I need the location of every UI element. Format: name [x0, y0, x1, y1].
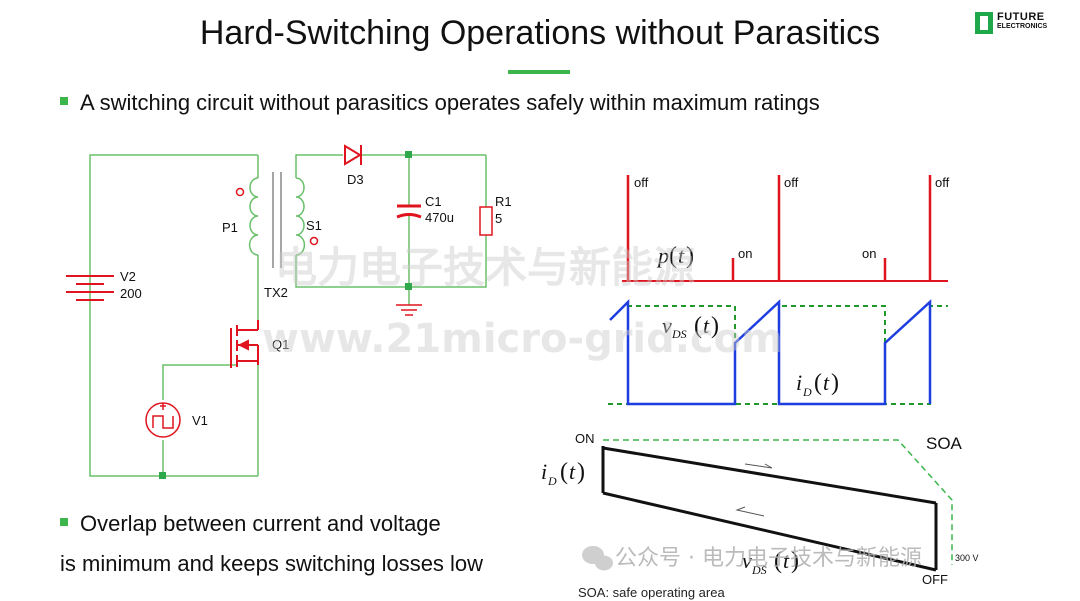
soa-label: SOA	[926, 434, 963, 453]
power-waveform	[622, 175, 948, 282]
on-label-1: on	[738, 246, 752, 261]
soa-vds-paren-open: (	[774, 548, 782, 574]
power-formula: p ( t )	[656, 243, 694, 269]
wechat-watermark: 公众号 · 电力电子技术与新能源	[582, 546, 922, 571]
transformer-tx2-icon	[235, 172, 319, 268]
bullet-square-icon	[60, 518, 68, 527]
ground-icon	[396, 304, 422, 316]
vds-id-waveforms	[608, 298, 948, 406]
wechat-watermark-text: 公众号 · 电力电子技术与新能源	[615, 546, 922, 571]
soa-id-formula: i D ( t )	[541, 459, 585, 488]
vds-formula: v DS ( t )	[662, 313, 719, 341]
watermark-cn: 电力电子技术与新能源	[275, 243, 695, 292]
vds-symbol: v	[662, 313, 672, 338]
resistor-r1-icon	[479, 206, 493, 236]
vds-subscript: DS	[671, 327, 687, 341]
bullet-2-line2: is minimum and keeps switching losses lo…	[60, 551, 484, 576]
logo-mark-icon	[975, 12, 993, 34]
capacitor-c1-icon	[396, 204, 422, 219]
soa-vds-formula: v DS ( t )	[742, 548, 799, 577]
battery-v2-icon	[66, 275, 114, 301]
soa-caption: SOA: safe operating area	[578, 585, 725, 600]
pulse-source-v1-icon	[145, 402, 181, 438]
soa-id-paren-open: (	[560, 459, 568, 485]
id-t: t	[823, 370, 830, 395]
on-label-2: on	[862, 246, 876, 261]
d3-label: D3	[347, 172, 364, 187]
soa-on-label: ON	[575, 431, 595, 446]
vds-paren-open: (	[694, 313, 702, 339]
junction-dots	[159, 151, 412, 479]
wire-s1-top	[295, 154, 343, 178]
tx2-label: TX2	[264, 285, 288, 300]
soa-turn-off-path	[602, 446, 937, 505]
soa-boundary	[603, 439, 953, 565]
title-underline	[508, 70, 570, 74]
off-label-2: off	[784, 175, 799, 190]
bullet-2: Overlap between current and voltage	[60, 511, 441, 537]
soa-diagram	[601, 439, 953, 572]
power-paren-open: (	[669, 243, 677, 269]
bullet-1-text: A switching circuit without parasitics o…	[80, 90, 820, 115]
id-formula: i D ( t )	[796, 370, 839, 399]
id-paren-open: (	[814, 370, 822, 396]
c1-value: 470u	[425, 210, 454, 225]
id-paren-close: )	[831, 370, 839, 396]
power-symbol: p	[656, 243, 669, 268]
off-label-3: off	[935, 175, 950, 190]
r1-name: R1	[495, 194, 512, 209]
page-title: Hard-Switching Operations without Parasi…	[199, 14, 881, 52]
v2-name: V2	[120, 269, 136, 284]
r1-value: 5	[495, 211, 502, 226]
soa-arrow-left-icon	[735, 506, 765, 517]
mosfet-q1-icon	[230, 320, 259, 368]
future-electronics-logo: FUTURE ELECTRONICS	[975, 11, 1067, 34]
id-symbol: i	[796, 370, 802, 395]
v1-label: V1	[192, 413, 208, 428]
bullet-square-icon	[60, 97, 68, 106]
watermark-url: www.21micro-grid.com	[262, 316, 783, 362]
soa-turn-on-path	[602, 491, 937, 572]
soa-vds-t: t	[783, 548, 790, 573]
soa-vds-subscript: DS	[751, 563, 767, 577]
off-label-1: off	[634, 175, 649, 190]
power-t: t	[678, 243, 685, 268]
power-paren-close: )	[686, 243, 694, 269]
diode-d3-icon	[344, 144, 362, 166]
vds-voltage-trace	[609, 298, 932, 406]
p1-label: P1	[222, 220, 238, 235]
bullet-1: A switching circuit without parasitics o…	[60, 90, 820, 116]
soa-voltage-label: 300 V	[955, 553, 979, 563]
soa-arrow-right-icon	[744, 463, 773, 469]
soa-id-subscript: D	[547, 474, 557, 488]
logo-line2: ELECTRONICS	[997, 23, 1048, 30]
q1-label: Q1	[272, 337, 289, 352]
vds-t: t	[703, 313, 710, 338]
wechat-icon	[582, 546, 613, 571]
soa-id-paren-close: )	[577, 459, 585, 485]
soa-off-label: OFF	[922, 572, 948, 587]
soa-id-t: t	[569, 459, 576, 484]
logo-line1: FUTURE	[997, 11, 1045, 23]
vds-paren-close: )	[711, 313, 719, 339]
soa-id-symbol: i	[541, 459, 547, 484]
v2-value: 200	[120, 286, 142, 301]
c1-name: C1	[425, 194, 442, 209]
bullet-2-text: Overlap between current and voltage	[80, 511, 441, 536]
soa-vds-paren-close: )	[791, 548, 799, 574]
id-subscript: D	[802, 385, 812, 399]
s1-label: S1	[306, 218, 322, 233]
wire-primary-loop	[89, 154, 258, 477]
wire-gate-drive	[162, 364, 237, 400]
soa-vds-symbol: v	[742, 548, 752, 573]
